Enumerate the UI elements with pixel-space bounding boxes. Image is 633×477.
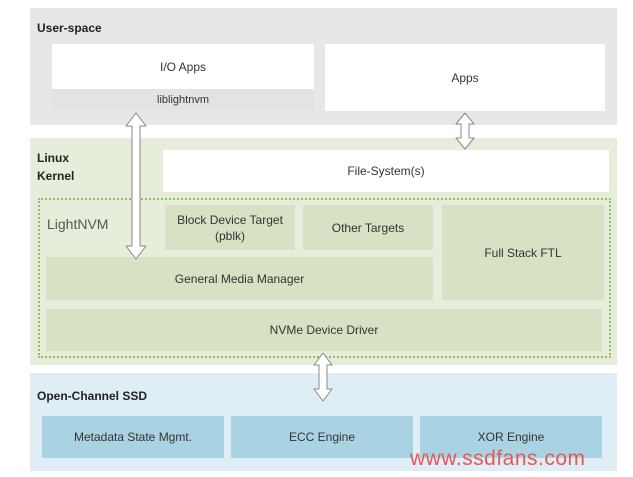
nvme-driver-box: NVMe Device Driver bbox=[46, 309, 602, 351]
xor-engine-box: XOR Engine bbox=[420, 416, 602, 458]
block-device-target-box: Block Device Target (pblk) bbox=[165, 205, 295, 250]
liblightnvm-box: liblightnvm bbox=[52, 89, 314, 111]
liblightnvm-arrow-icon bbox=[125, 112, 147, 260]
watermark-text: www.ssdfans.com bbox=[410, 447, 586, 470]
general-media-manager-box: General Media Manager bbox=[46, 257, 433, 300]
apps-box: Apps bbox=[325, 44, 605, 111]
block-device-target-sublabel: (pblk) bbox=[214, 228, 245, 243]
kernel-title-line1: Linux bbox=[37, 151, 69, 165]
kernel-title-line2: Kernel bbox=[37, 169, 75, 183]
io-apps-box: I/O Apps bbox=[52, 44, 314, 89]
ecc-engine-box: ECC Engine bbox=[231, 416, 413, 458]
ssd-title: Open-Channel SSD bbox=[37, 389, 148, 403]
lightnvm-label: LightNVM bbox=[47, 216, 109, 232]
file-system-box: File-System(s) bbox=[163, 150, 609, 192]
apps-filesystem-arrow-icon bbox=[455, 112, 475, 150]
metadata-state-box: Metadata State Mgmt. bbox=[42, 416, 224, 458]
other-targets-box: Other Targets bbox=[303, 205, 433, 250]
full-stack-ftl-box: Full Stack FTL bbox=[442, 205, 604, 300]
block-device-target-label: Block Device Target bbox=[177, 212, 283, 227]
nvme-ssd-arrow-icon bbox=[313, 352, 333, 402]
user-space-title: User-space bbox=[37, 21, 102, 35]
